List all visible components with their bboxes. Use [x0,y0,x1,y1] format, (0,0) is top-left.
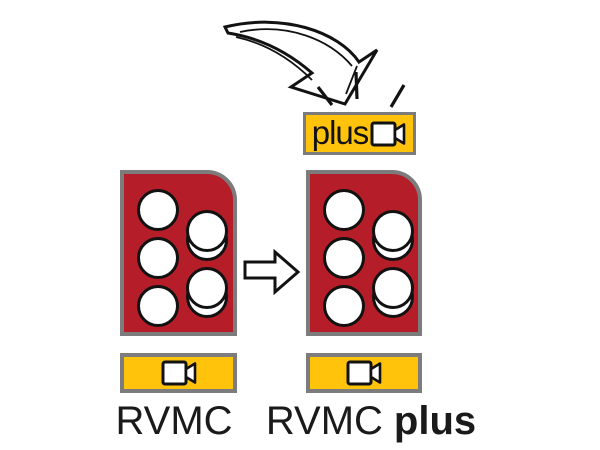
right-module-label-emphasis: plus [393,399,477,443]
emphasis-marks [316,71,406,108]
stud-circle [137,237,179,279]
video-camera-icon [346,360,382,386]
right-module-label-base: RVMC [265,399,383,443]
left-module-label: RVMC [115,399,233,443]
stud-circle [372,267,414,309]
stud-circle [137,189,179,231]
video-camera-icon [370,121,406,146]
camera-bar-right [306,353,422,393]
stud-circle [323,189,365,231]
stud-circle [186,210,228,252]
stud-circle [323,237,365,279]
emphasis-mark-right [389,84,406,108]
handdrawn-curved-arrow [222,20,379,106]
stud-circle [323,285,365,327]
stud-circle [372,210,414,252]
transform-right-arrow-icon [243,248,301,296]
video-camera-icon [161,360,196,386]
plus-badge: plus [303,112,416,155]
emphasis-mark-left [316,86,334,106]
stud-circle [137,285,179,327]
camera-bar-left [120,353,237,393]
stud-circle [186,267,228,309]
rvmc-module-card [120,170,237,336]
plus-badge-label: plus [311,113,370,151]
emphasis-mark-center [354,71,359,100]
rvmc-plus-module-card [306,170,422,336]
